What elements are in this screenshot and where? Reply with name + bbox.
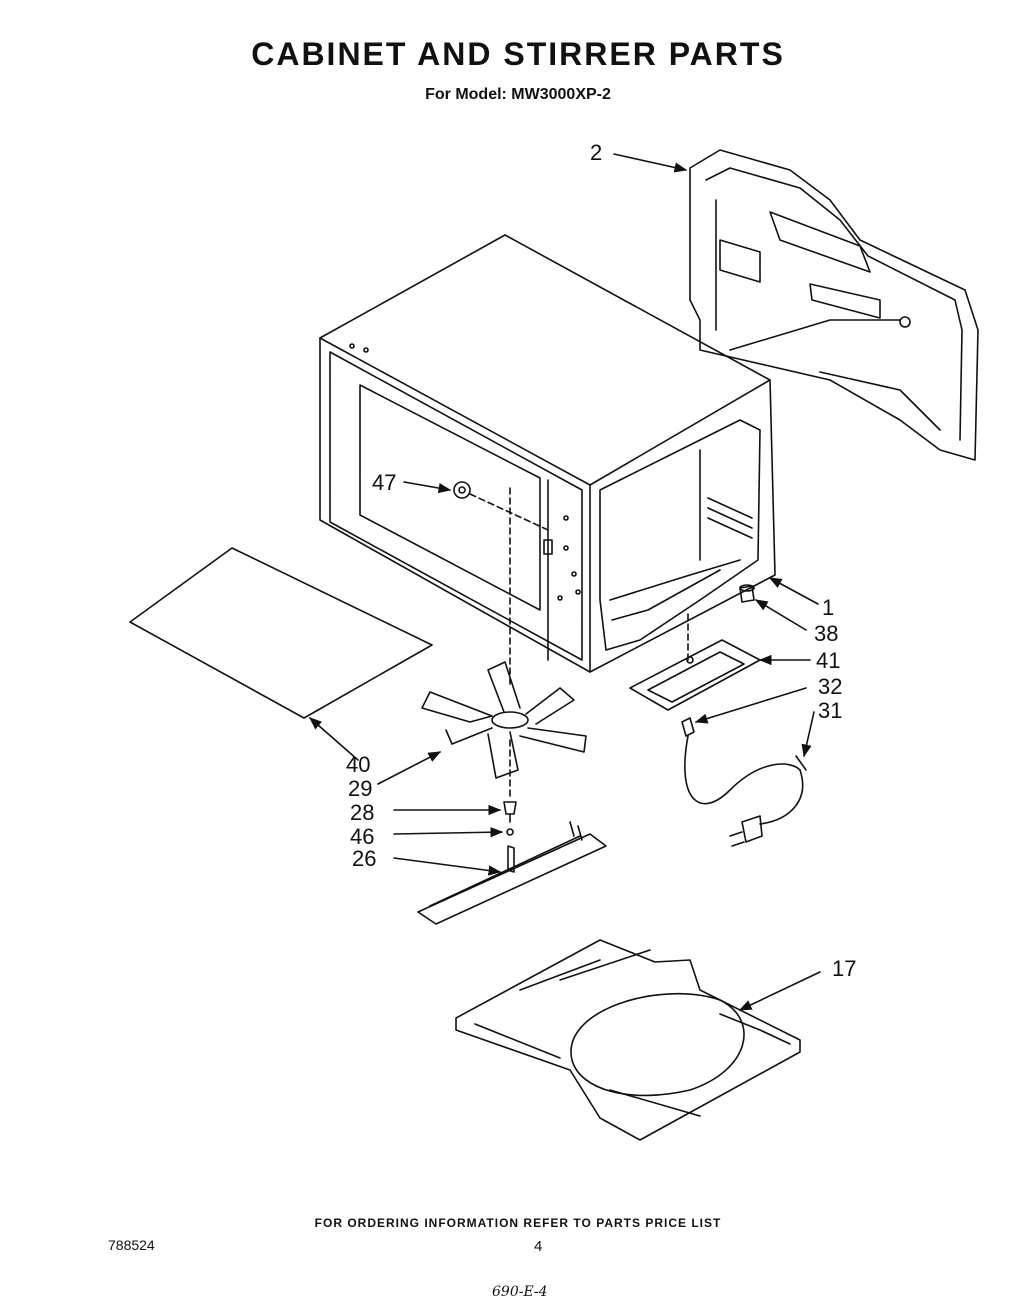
callout-28: 28 bbox=[350, 800, 374, 825]
callout-38: 38 bbox=[814, 621, 838, 646]
callout-2: 2 bbox=[590, 140, 602, 165]
page-number: 4 bbox=[534, 1238, 543, 1255]
callout-labels: 2 47 1 38 41 32 31 40 29 28 46 26 17 bbox=[346, 140, 856, 981]
callout-1: 1 bbox=[822, 595, 834, 620]
cover-sheet-part bbox=[129, 547, 433, 719]
stirrer-fan-part bbox=[421, 487, 689, 801]
callout-47: 47 bbox=[372, 470, 396, 495]
callout-31: 31 bbox=[818, 698, 842, 723]
page-title: CABINET AND STIRRER PARTS bbox=[251, 36, 785, 72]
ordering-note: FOR ORDERING INFORMATION REFER TO PARTS … bbox=[314, 1216, 722, 1230]
back-panel-part bbox=[689, 149, 979, 461]
callout-32: 32 bbox=[818, 674, 842, 699]
callout-17: 17 bbox=[832, 956, 856, 981]
document-number: 788524 bbox=[108, 1237, 155, 1253]
screw-part bbox=[503, 801, 517, 823]
callout-41: 41 bbox=[816, 648, 840, 673]
model-subtitle: For Model: MW3000XP-2 bbox=[425, 86, 611, 103]
cord-bracket-part bbox=[629, 639, 761, 711]
stirrer-shaft-bearing-part bbox=[453, 481, 549, 531]
power-cord-part bbox=[681, 717, 807, 847]
callout-46: 46 bbox=[350, 824, 374, 849]
callout-29: 29 bbox=[348, 776, 372, 801]
base-plate-part bbox=[455, 939, 801, 1141]
callout-40: 40 bbox=[346, 752, 370, 777]
callout-26: 26 bbox=[352, 846, 376, 871]
stirrer-bracket-part bbox=[417, 821, 607, 925]
handwritten-note: 690-E-4 bbox=[492, 1284, 548, 1300]
foot-part bbox=[739, 584, 755, 603]
washer-part bbox=[506, 828, 514, 836]
cabinet-wrapper-part bbox=[319, 234, 776, 673]
